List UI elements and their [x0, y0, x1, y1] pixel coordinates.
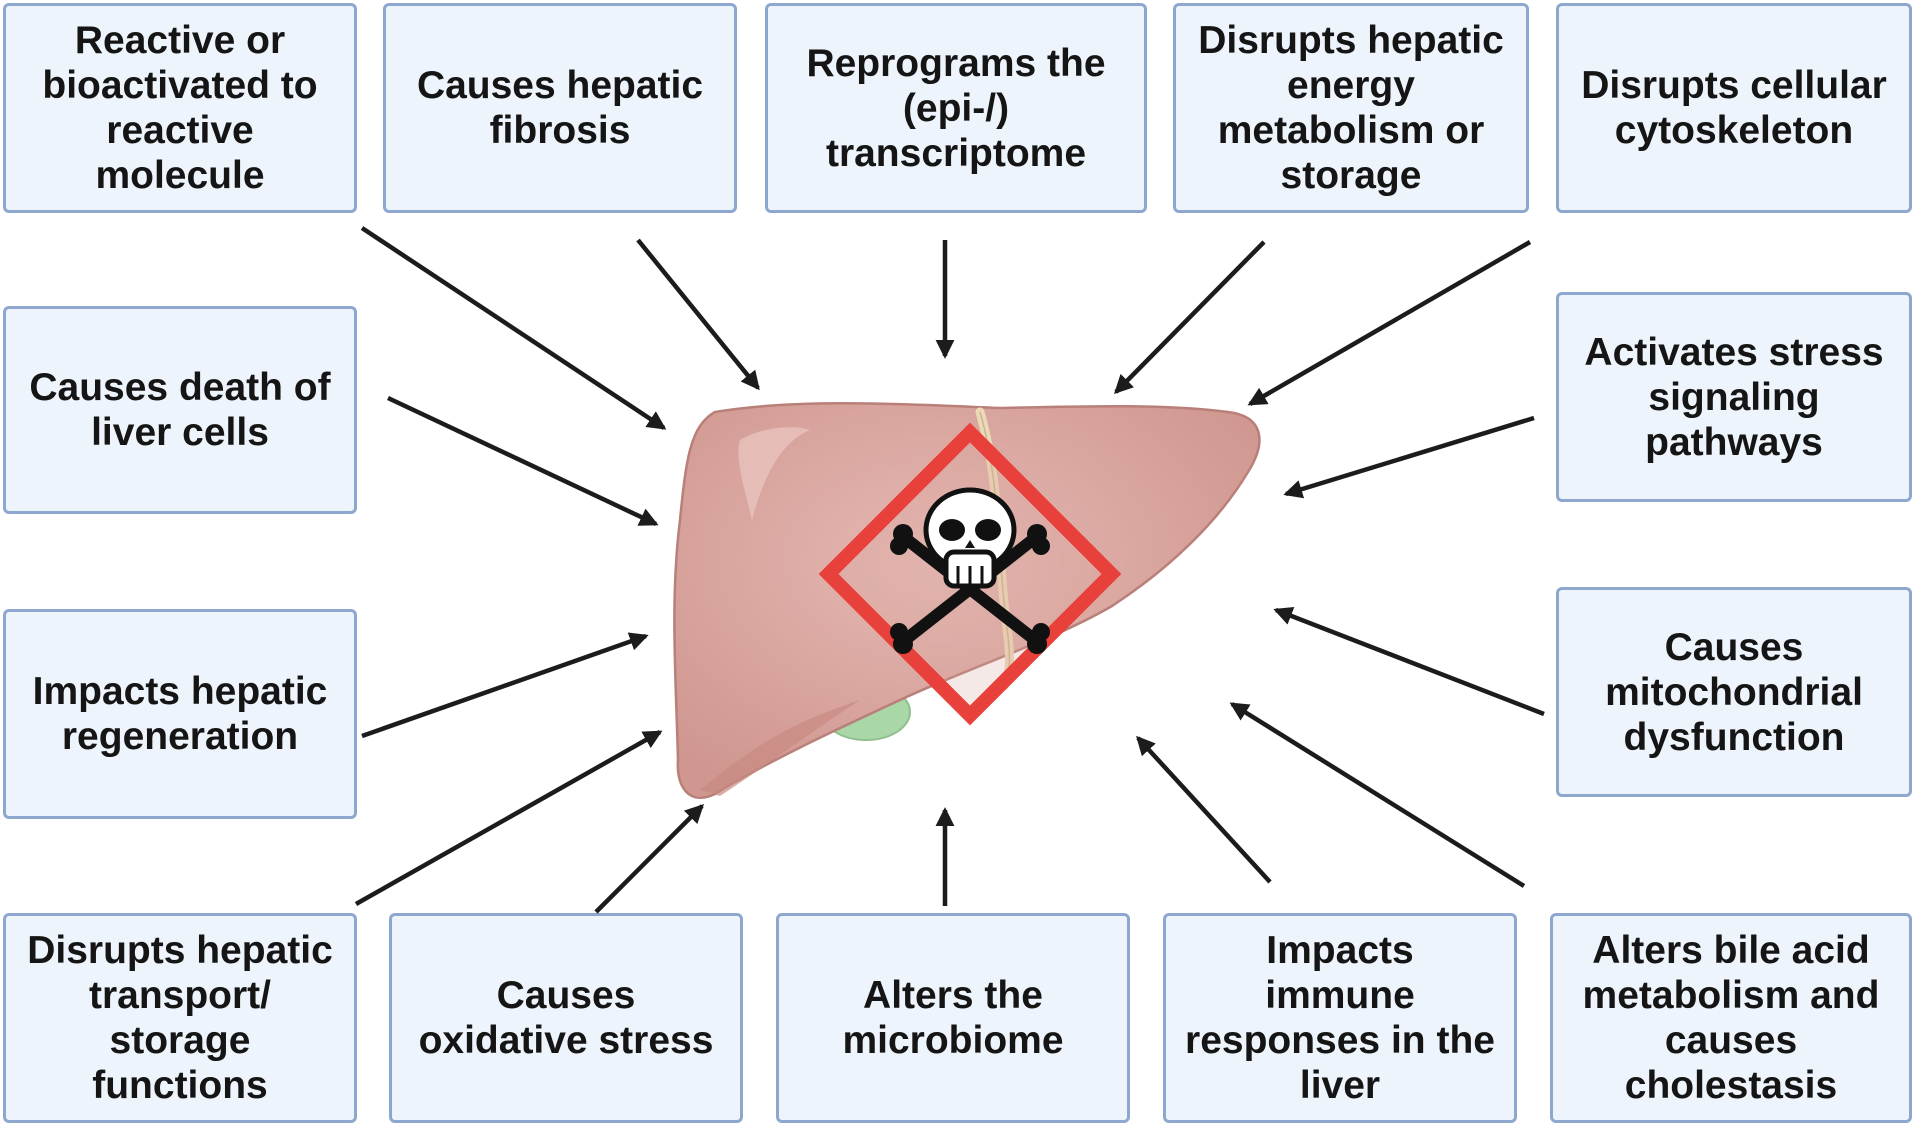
toxic-hazard-skull-icon	[818, 422, 1122, 726]
box-oxidative-label: Causes oxidative stress	[418, 974, 714, 1062]
box-stress-signaling: Activates stress signaling pathways	[1556, 292, 1912, 502]
box-transport: Disrupts hepatic transport/ storage func…	[3, 913, 357, 1123]
box-death-label: Causes death of liver cells	[29, 366, 331, 454]
box-transcriptome-label: Reprograms the (epi-/) transcriptome	[806, 41, 1106, 175]
box-microbiome-label: Alters the microbiome	[842, 974, 1064, 1062]
box-microbiome: Alters the microbiome	[776, 913, 1130, 1123]
box-energy-label: Disrupts hepatic energy metabolism or st…	[1198, 19, 1504, 197]
box-bile-acid-label: Alters bile acid metabolism and causes c…	[1582, 929, 1880, 1107]
arrow-bile-acid	[1229, 702, 1526, 888]
box-mitochondrial-label: Causes mitochondrial dysfunction	[1605, 625, 1863, 759]
liver-highlight	[738, 427, 810, 520]
liver-icon	[673, 401, 1261, 800]
box-oxidative: Causes oxidative stress	[389, 913, 743, 1123]
liver-lower-lobe	[700, 700, 860, 796]
arrow-death	[387, 395, 659, 527]
box-cytoskeleton-label: Disrupts cellular cytoskeleton	[1581, 64, 1887, 152]
box-fibrosis: Causes hepatic fibrosis	[383, 3, 737, 213]
crossbones	[899, 532, 1041, 646]
arrow-oxidative	[594, 803, 705, 914]
box-stress-signaling-label: Activates stress signaling pathways	[1584, 330, 1884, 464]
arrow-cytoskeleton	[1247, 240, 1532, 406]
box-fibrosis-label: Causes hepatic fibrosis	[416, 64, 704, 152]
box-mitochondrial: Causes mitochondrial dysfunction	[1556, 587, 1912, 797]
arrow-transport	[354, 730, 663, 906]
box-immune-label: Impacts immune responses in the liver	[1185, 929, 1495, 1107]
arrow-stress-signaling	[1283, 415, 1535, 499]
arrow-immune	[1136, 735, 1272, 884]
box-regeneration-label: Impacts hepatic regeneration	[32, 670, 328, 758]
arrow-fibrosis	[636, 238, 760, 391]
box-reactive: Reactive or bioactivated to reactive mol…	[3, 3, 357, 213]
box-energy: Disrupts hepatic energy metabolism or st…	[1173, 3, 1529, 213]
box-regeneration: Impacts hepatic regeneration	[3, 609, 357, 819]
box-bile-acid: Alters bile acid metabolism and causes c…	[1550, 913, 1912, 1123]
box-transport-label: Disrupts hepatic transport/ storage func…	[27, 929, 333, 1107]
arrow-energy	[1114, 240, 1266, 395]
arrow-regeneration	[361, 632, 649, 739]
box-reactive-label: Reactive or bioactivated to reactive mol…	[42, 19, 318, 197]
box-cytoskeleton: Disrupts cellular cytoskeleton	[1556, 3, 1912, 213]
arrow-reactive	[360, 226, 667, 430]
box-transcriptome: Reprograms the (epi-/) transcriptome	[765, 3, 1147, 213]
arrow-mitochondrial	[1273, 607, 1545, 717]
box-death: Causes death of liver cells	[3, 306, 357, 514]
box-immune: Impacts immune responses in the liver	[1163, 913, 1517, 1123]
skull	[923, 487, 1017, 589]
